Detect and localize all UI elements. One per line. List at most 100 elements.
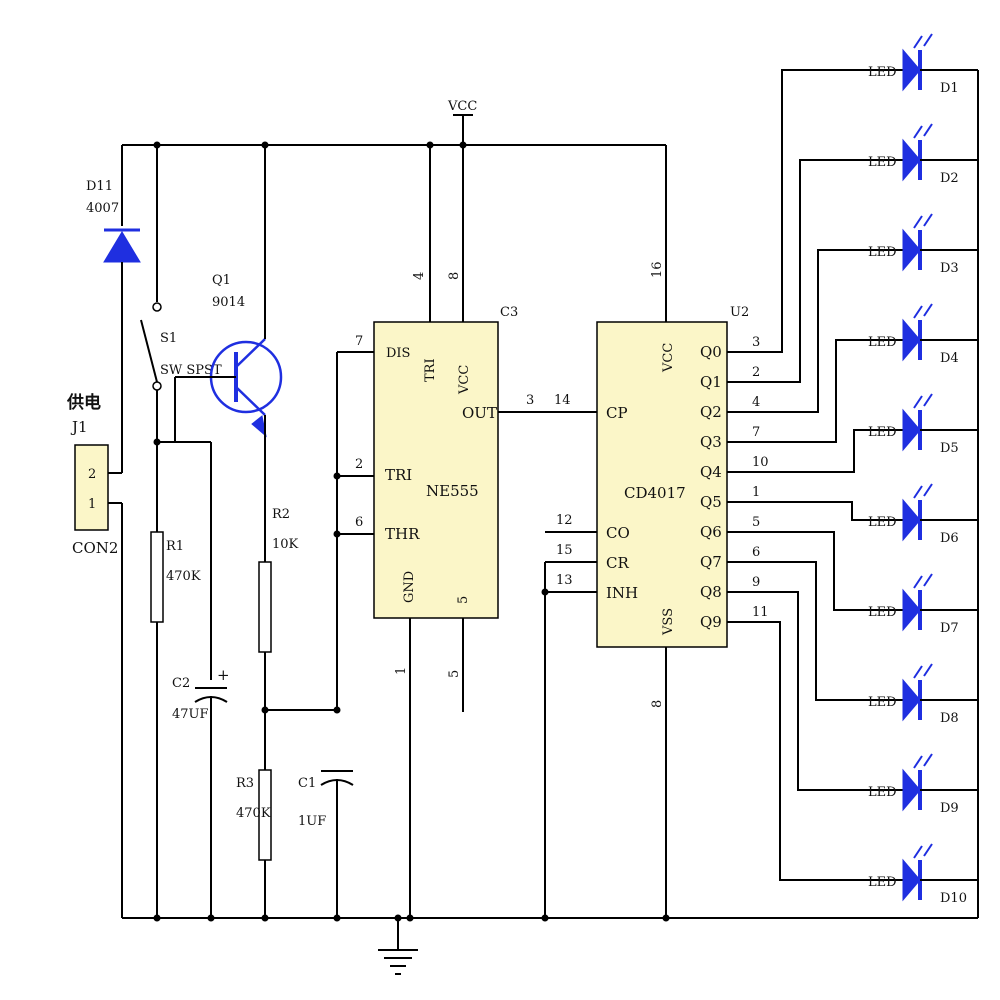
svg-text:1: 1 [88,497,96,512]
output-pin-number: 5 [752,515,760,530]
svg-text:1: 1 [394,667,409,675]
svg-text:14: 14 [554,393,571,408]
svg-text:2: 2 [355,457,363,472]
ground-symbol [378,918,418,975]
svg-text:470K: 470K [166,569,201,584]
svg-text:R1: R1 [166,539,184,554]
emission-arrow [913,305,923,319]
svg-text:1UF: 1UF [298,814,326,829]
led-ref: D2 [940,171,959,186]
emission-arrow [923,393,933,407]
output-pin-number: 3 [752,335,760,350]
emission-arrow [923,753,933,767]
vcc-label-symbol: VCC [447,99,477,145]
emission-arrow [913,485,923,499]
svg-text:C3: C3 [500,305,518,320]
led-d9: LED D9 [868,753,978,816]
svg-text:U2: U2 [730,305,749,320]
svg-text:VCC: VCC [661,343,676,373]
svg-text:5: 5 [447,670,462,678]
emission-arrow [913,665,923,679]
output-pin-name: Q2 [700,403,722,421]
output-pin-name: Q4 [700,463,722,481]
svg-text:+: + [217,666,230,684]
svg-text:D11: D11 [86,179,113,194]
emission-arrow [913,755,923,769]
led-d5: LED D5 [868,393,978,456]
led-ref: D10 [940,891,967,906]
led-label: LED [868,65,897,80]
output-pin-number: 6 [752,545,760,560]
ne555-name: NE555 [426,482,479,500]
led-ref: D5 [940,441,959,456]
led-label: LED [868,425,897,440]
svg-text:C1: C1 [298,776,316,791]
output-pin-name: Q3 [700,433,722,451]
ic-cd4017: U2 CP CO CR INH CD4017 VCC VSS 16 8 12 1… [544,145,749,918]
emission-arrow [913,395,923,409]
svg-text:47UF: 47UF [172,707,209,722]
led-ref: D1 [940,81,959,96]
svg-text:10K: 10K [272,537,299,552]
emission-arrow [923,213,933,227]
emission-arrow [913,215,923,229]
output-pin-name: Q6 [700,523,722,541]
switch-s1[interactable]: S1 SW SPST [140,145,222,918]
output-pin-q9: Q9 11 [700,605,903,881]
led-diode-body [902,588,921,632]
emission-arrow [923,303,933,317]
svg-text:CP: CP [606,404,628,422]
led-label: LED [868,155,897,170]
svg-text:8: 8 [447,272,462,280]
junction-dots [153,141,670,922]
emission-arrow [923,573,933,587]
resistor-r3: R3 470K [236,769,272,918]
output-wire [727,339,903,443]
output-pin-name: Q8 [700,583,722,601]
output-wire [727,501,903,521]
svg-text:8: 8 [650,700,665,708]
output-pin-number: 4 [752,395,760,410]
output-pin-name: Q7 [700,553,722,571]
led-array: LEDD1LEDD2LEDD3LEDD4LEDD5LEDD6LEDD7LEDD8… [868,33,978,906]
led-diode-body [902,678,921,722]
emission-arrow [923,33,933,47]
output-pin-q2: Q2 4 [700,249,903,421]
led-d2: LED D2 [868,123,978,186]
capacitor-c2: + C2 47UF [172,666,230,918]
led-label: LED [868,785,897,800]
cd4017-name: CD4017 [624,484,686,502]
svg-text:CR: CR [606,554,629,572]
emission-arrow [913,125,923,139]
svg-text:INH: INH [606,584,638,602]
output-pin-number: 10 [752,455,769,470]
output-pin-number: 1 [752,485,760,500]
resistor-r1: R1 470K [150,531,201,623]
emission-arrow [923,663,933,677]
led-ref: D8 [940,711,959,726]
svg-text:13: 13 [556,573,573,588]
output-pin-name: Q9 [700,613,722,631]
svg-text:6: 6 [355,515,363,530]
led-label: LED [868,245,897,260]
output-pin-q7: Q7 6 [700,545,903,701]
svg-text:12: 12 [556,513,573,528]
emission-arrow [913,845,923,859]
led-ref: D9 [940,801,959,816]
svg-text:SW SPST: SW SPST [160,363,222,378]
output-pin-name: Q0 [700,343,722,361]
output-pin-number: 11 [752,605,769,620]
output-wire [727,249,903,413]
svg-text:CON2: CON2 [72,539,118,557]
output-pin-q1: Q12 [700,159,903,391]
output-wire [727,159,903,383]
diode-d11: D11 4007 [86,145,141,473]
led-diode-body [902,858,921,902]
emission-arrow [923,843,933,857]
